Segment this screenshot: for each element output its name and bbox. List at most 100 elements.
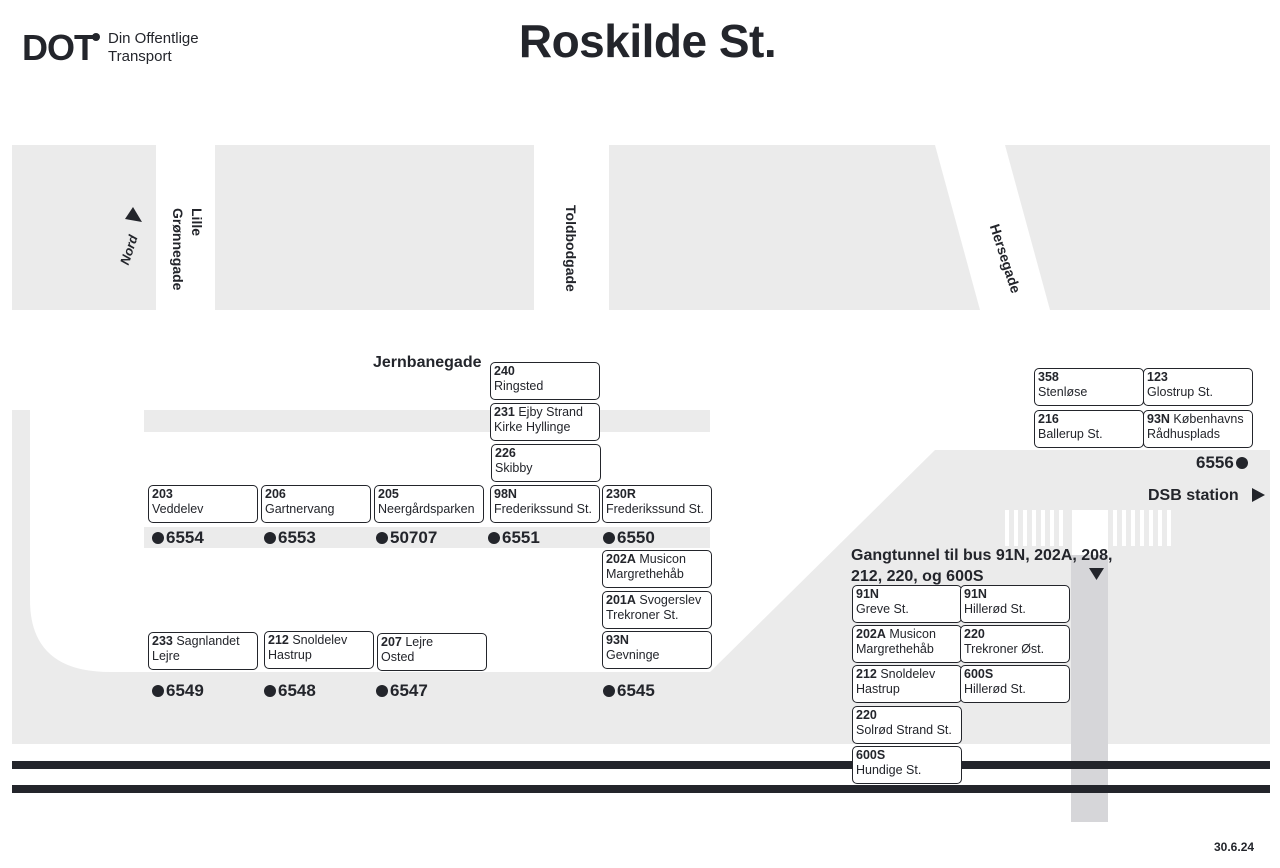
route-destination-2: Neergårdsparken [378, 501, 475, 516]
north-arrow-icon [125, 207, 142, 222]
route-number: 231 [494, 405, 515, 419]
tunnel-arrow-icon [1089, 568, 1104, 580]
route-destination-2: Ringsted [494, 378, 544, 393]
dsb-station-label: DSB station [1148, 487, 1239, 504]
route-number: 93N [606, 633, 629, 647]
route-destination-2: Trekroner Øst. [964, 641, 1045, 656]
route-number: 201A [606, 593, 636, 607]
stop-number: 6549 [166, 681, 204, 700]
route-box: 93N Gevninge [602, 631, 712, 669]
route-box: 220 Solrød Strand St. [852, 706, 962, 744]
route-number: 91N [964, 587, 987, 601]
tunnel-label: Gangtunnel til bus 91N, 202A, 208, 212, … [851, 545, 1112, 587]
street-lille: Lille [189, 208, 205, 237]
route-box: 98N Frederikssund St. [490, 485, 600, 523]
route-destination-2: Veddelev [152, 501, 204, 516]
stop-dot-icon [264, 685, 276, 697]
logo: DOT [22, 27, 96, 68]
route-box: 600S Hundige St. [852, 746, 962, 784]
stop-marker: 6556 [1196, 454, 1248, 472]
city-block [1005, 145, 1270, 310]
route-destination-2: Rådhusplads [1147, 426, 1220, 441]
stop-marker: 6553 [264, 529, 316, 547]
stop-number: 6550 [617, 528, 655, 547]
route-destination-2: Gevninge [606, 647, 660, 662]
stop-number: 6556 [1196, 453, 1234, 472]
stop-dot-icon [603, 685, 615, 697]
dsb-arrow-icon [1252, 488, 1265, 502]
route-destination-2: Lejre [152, 648, 180, 663]
stop-number: 6548 [278, 681, 316, 700]
tunnel-label-1: Gangtunnel til bus 91N, 202A, 208, [851, 547, 1113, 564]
route-box: 240 Ringsted [490, 362, 600, 400]
stop-marker: 6549 [152, 682, 204, 700]
route-number: 123 [1147, 370, 1168, 384]
stop-number: 50707 [390, 528, 438, 547]
route-number: 233 [152, 634, 173, 648]
route-destination-2: Hillerød St. [964, 601, 1026, 616]
route-number: 600S [964, 667, 994, 681]
route-destination-2: Glostrup St. [1147, 384, 1213, 399]
route-box: 91N Greve St. [852, 585, 962, 623]
date-label: 30.6.24 [1214, 840, 1255, 854]
route-destination-2: Frederikssund St. [606, 501, 704, 516]
route-number: 220 [964, 627, 985, 641]
page-title: Roskilde St. [518, 15, 777, 67]
route-destination-2: Hastrup [268, 647, 312, 662]
route-number: 203 [152, 487, 173, 501]
route-destination-2: Ballerup St. [1038, 426, 1103, 441]
stop-marker: 6547 [376, 682, 428, 700]
stop-dot-icon [488, 532, 500, 544]
street-gronnegade: Grønnegade [170, 208, 186, 291]
pedestrian-tunnel [1071, 555, 1108, 822]
route-destination-1: Musicon [889, 627, 936, 641]
stop-number: 6545 [617, 681, 655, 700]
stop-dot-icon [376, 685, 388, 697]
stop-platform [144, 527, 710, 548]
route-destination-2: Skibby [495, 460, 533, 475]
route-number: 202A [606, 552, 636, 566]
stop-dot-icon [264, 532, 276, 544]
stop-marker: 50707 [376, 529, 437, 547]
stop-dot-icon [376, 532, 388, 544]
route-destination-2: Hillerød St. [964, 681, 1026, 696]
stop-dot-icon [1235, 457, 1248, 469]
route-number: 212 [268, 633, 289, 647]
route-box: 123 Glostrup St. [1143, 368, 1253, 406]
street-toldbodgade: Toldbodgade [563, 205, 579, 292]
rail-track [12, 785, 1270, 793]
route-box: 205 Neergårdsparken [374, 485, 484, 523]
stop-number: 6547 [390, 681, 428, 700]
route-destination-1: Sagnlandet [176, 634, 240, 648]
stop-marker: 6545 [603, 682, 655, 700]
stop-dot-icon [603, 532, 615, 544]
jernbanegade-strip [144, 410, 710, 432]
rail-track [12, 761, 1270, 769]
route-box: 220 Trekroner Øst. [960, 625, 1070, 663]
route-destination-2: Gartnervang [265, 501, 335, 516]
route-box: 203 Veddelev [148, 485, 258, 523]
route-number: 212 [856, 667, 877, 681]
stop-marker: 6554 [152, 529, 204, 547]
route-destination-2: Solrød Strand St. [856, 722, 952, 737]
route-box: 216 Ballerup St. [1034, 410, 1144, 448]
stop-marker: 6551 [488, 529, 540, 547]
route-number: 358 [1038, 370, 1059, 384]
route-number: 91N [856, 587, 879, 601]
route-destination-1: Snoldelev [880, 667, 936, 681]
route-destination-2: Trekroner St. [606, 607, 679, 622]
city-block [215, 145, 534, 310]
stop-marker: 6548 [264, 682, 316, 700]
route-box: 91N Hillerød St. [960, 585, 1070, 623]
route-number: 240 [494, 364, 515, 378]
route-box: 230R Frederikssund St. [602, 485, 712, 523]
route-destination-2: Hastrup [856, 681, 900, 696]
route-number: 202A [856, 627, 886, 641]
